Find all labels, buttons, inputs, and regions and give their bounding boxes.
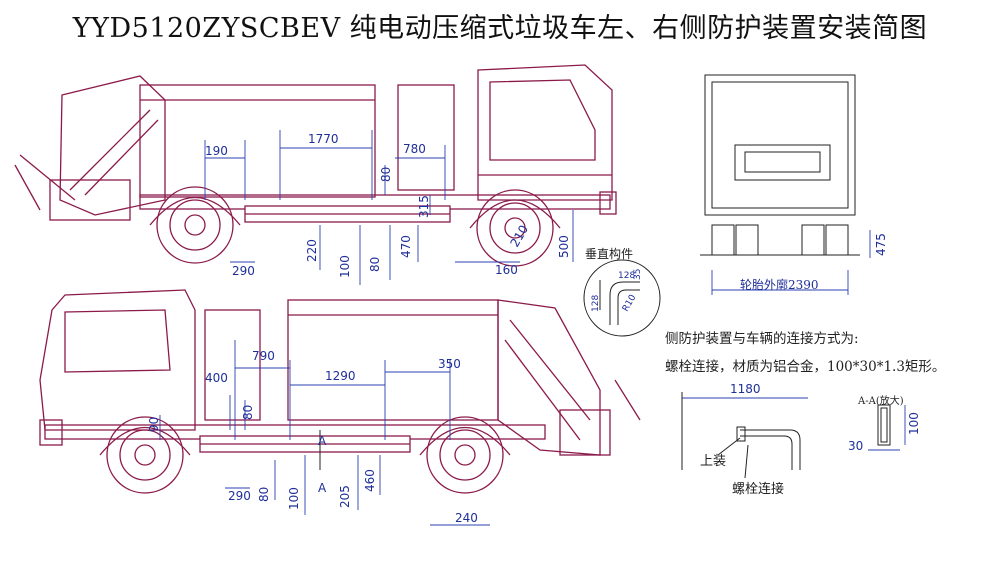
vm-dim-35: 35 — [633, 269, 643, 280]
section-a-a — [868, 404, 906, 451]
bottom-truck — [39, 289, 641, 494]
dim-80-bottom: 80 — [241, 405, 255, 420]
top-dimension-lines — [204, 130, 574, 285]
dim-240: 240 — [455, 511, 478, 525]
dim-460: 460 — [363, 469, 377, 492]
dim-100: 100 — [338, 255, 352, 278]
rear-height-475: 475 — [874, 233, 888, 256]
bracket-dim-1180: 1180 — [730, 382, 761, 396]
note-line-2: 螺栓连接，材质为铝合金，100*30*1.3矩形。 — [665, 359, 946, 375]
dim-80: 80 — [379, 167, 393, 182]
dim-780: 780 — [403, 142, 426, 156]
section-dim-30: 30 — [848, 439, 863, 453]
dim-90: 90 — [147, 417, 161, 432]
vm-dim-128: 128 — [591, 295, 601, 312]
dim-290: 290 — [232, 264, 255, 278]
bolt-connection-label: 螺栓连接 — [732, 482, 785, 497]
dim-1290: 1290 — [325, 369, 356, 383]
dim-80b-bottom: 80 — [257, 487, 271, 502]
section-title: A-A(放大) — [858, 396, 904, 407]
section-dim-100: 100 — [907, 412, 921, 435]
dim-80b: 80 — [368, 257, 382, 272]
bracket-detail — [681, 392, 808, 479]
note-line-1: 侧防护装置与车辆的连接方式为: — [665, 331, 859, 347]
dim-500: 500 — [557, 235, 571, 258]
dim-220: 220 — [305, 239, 319, 262]
section-mark-a-top: A — [318, 434, 327, 448]
vertical-member-label: 垂直构件 — [585, 247, 634, 261]
dimension-labels: 190 1770 780 80 315 220 100 80 470 290 1… — [147, 132, 921, 525]
rear-view — [700, 74, 871, 295]
page-title: YYD5120ZYSCBEV 纯电动压缩式垃圾车左、右侧防护装置安装简图 — [72, 13, 928, 44]
rear-width-label: 轮胎外廓2390 — [740, 278, 819, 292]
dim-315: 315 — [417, 195, 431, 218]
dim-470: 470 — [399, 235, 413, 258]
vm-dim-128b: 128 — [618, 271, 635, 281]
dim-190: 190 — [205, 144, 228, 158]
vm-radius: R10 — [621, 293, 639, 314]
dim-100-bottom: 100 — [287, 487, 301, 510]
dim-400: 400 — [205, 371, 228, 385]
section-mark-a-bottom: A — [318, 481, 327, 495]
bottom-dimension-lines — [159, 340, 490, 526]
dim-290-bottom: 290 — [228, 489, 251, 503]
dim-160: 160 — [495, 263, 518, 277]
dim-210: 210 — [507, 223, 531, 250]
vertical-member-detail — [583, 259, 661, 337]
top-truck — [14, 64, 617, 267]
dim-1770: 1770 — [308, 132, 339, 146]
dim-205: 205 — [338, 485, 352, 508]
dim-790: 790 — [252, 349, 275, 363]
dim-350: 350 — [438, 357, 461, 371]
upper-body-label: 上装 — [700, 454, 727, 469]
